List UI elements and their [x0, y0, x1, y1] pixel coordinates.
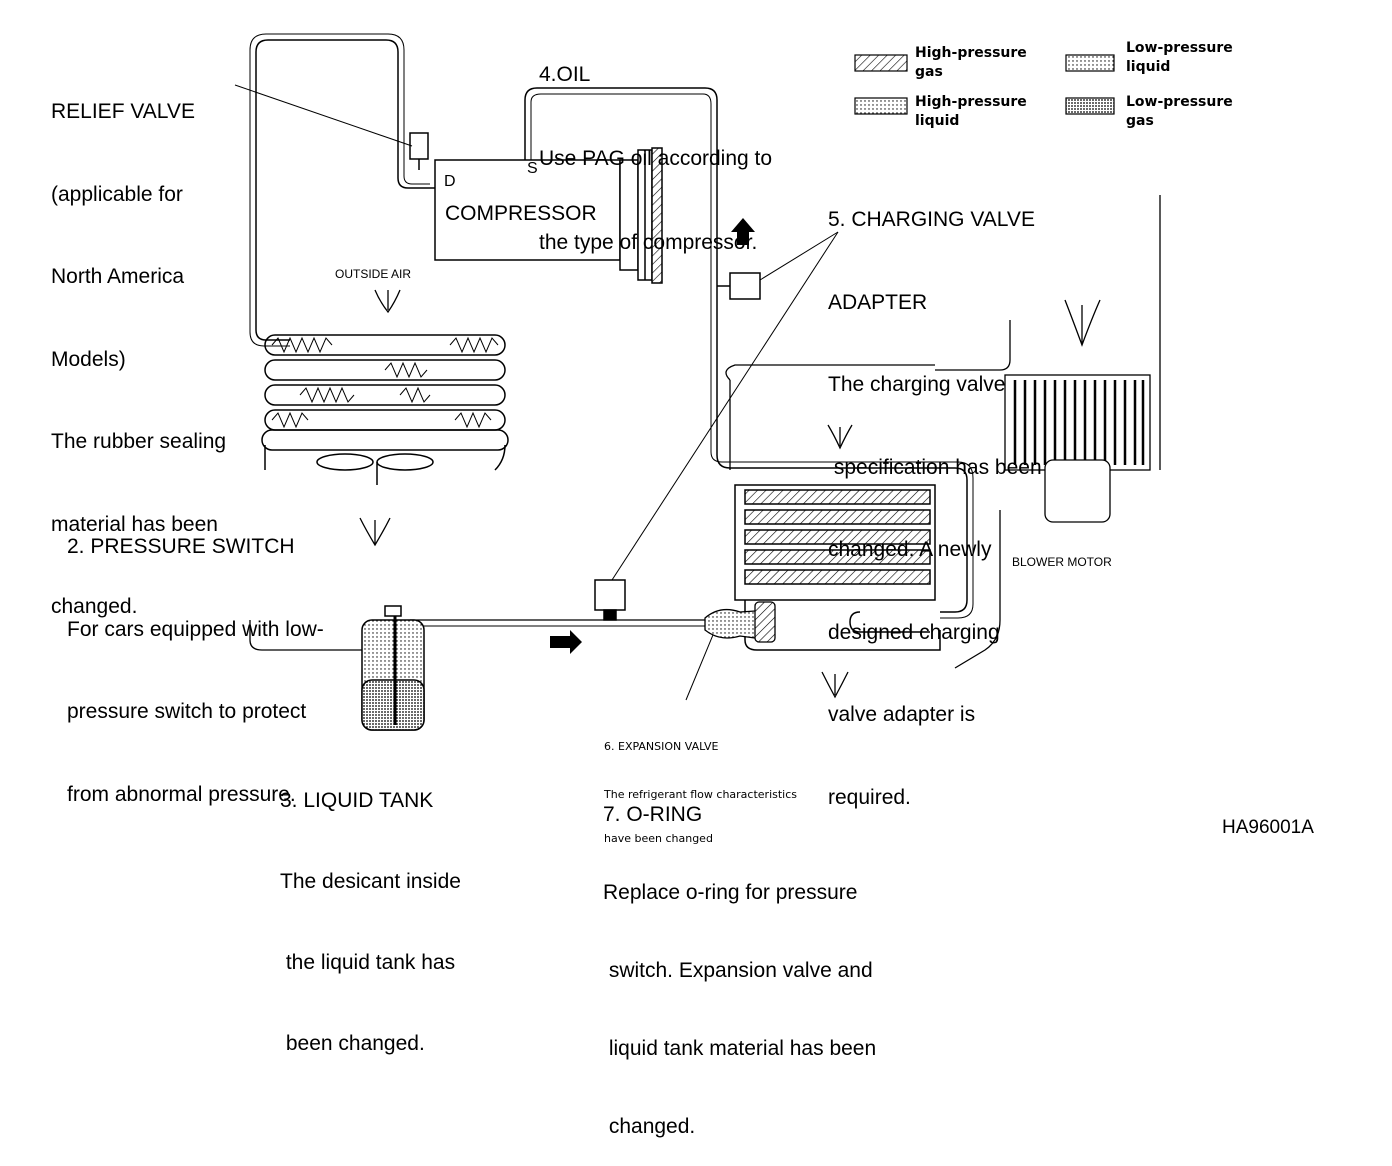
legend-lp-liquid: Low-pressure liquid [1126, 40, 1233, 75]
charging-valve-title: 5. CHARGING VALVE [828, 208, 1035, 231]
liquid-tank [361, 605, 425, 731]
flow-arrow-up [731, 218, 755, 245]
liquid-tank-line: the liquid tank has [280, 951, 456, 974]
relief-valve [409, 132, 429, 160]
discharge-pipe [255, 39, 435, 341]
ac-system-diagram [234, 33, 1161, 731]
pressure-switch-title: 2. PRESSURE SWITCH [67, 535, 295, 558]
charging-valve [717, 272, 761, 300]
relief-valve-line: Models) [51, 347, 126, 371]
charging-valve-line: valve adapter is [828, 703, 976, 726]
figure-id: HA96001A [1222, 817, 1314, 838]
oil-line: the type of compressor. [539, 231, 758, 254]
expansion-valve-line: The refrigerant flow characteristics [604, 788, 798, 801]
o-ring-line: changed. [603, 1115, 696, 1138]
charging-valve-line: The charging valve [828, 373, 1006, 396]
oil-label: 4.OIL Use PAG oil according to the type … [539, 5, 772, 285]
relief-valve-line: changed. [51, 595, 138, 618]
o-ring-line: liquid tank material has been [603, 1037, 877, 1060]
oil-line: Use PAG oil according to [539, 147, 773, 170]
oil-title: 4.OIL [539, 63, 591, 86]
relief-valve-label: RELIEF VALVE (applicable for North Ameri… [51, 43, 226, 648]
compressor-label: COMPRESSOR [445, 202, 597, 225]
suction-pipe [524, 87, 968, 613]
compressor-s-port: S [527, 160, 538, 177]
expansion-valve-label: 6. EXPANSION VALVE The refrigerant flow … [604, 707, 797, 863]
liquid-tank-label: 3. LIQUID TANK The desicant inside the l… [280, 733, 461, 1084]
pressure-switch [594, 579, 626, 621]
legend-lp-gas: Low-pressure gas [1126, 94, 1233, 129]
o-ring-line: Replace o-ring for pressure [603, 881, 858, 904]
relief-valve-line: material has been [51, 512, 218, 536]
outside-air-label: OUTSIDE AIR [335, 267, 412, 281]
compressor-d-port: D [444, 173, 456, 190]
relief-valve-line: The rubber sealing [51, 430, 227, 453]
o-ring-line: switch. Expansion valve and [603, 959, 873, 982]
pressure-switch-line: from abnormal pressure. [67, 782, 296, 806]
expansion-valve-title: 6. EXPANSION VALVE [604, 740, 719, 753]
legend-hp-liquid: High-pressure liquid [915, 94, 1027, 129]
charging-valve-line: designed charging [828, 620, 1000, 644]
legend-swatches [854, 54, 1115, 115]
evaporator [734, 484, 941, 651]
pressure-switch-line: For cars equipped with low- [67, 617, 324, 641]
charging-valve-line: required. [828, 785, 911, 809]
expansion-valve-line: have been changed [604, 832, 713, 845]
liquid-tank-line: been changed. [280, 1032, 425, 1055]
pressure-switch-label: 2. PRESSURE SWITCH For cars equipped wit… [67, 478, 324, 836]
pressure-switch-line: pressure switch to protect [67, 700, 307, 723]
flow-arrow [550, 630, 582, 654]
relief-valve-title: RELIEF VALVE [51, 100, 195, 123]
o-ring-label: 7. O-RING Replace o-ring for pressure sw… [603, 750, 876, 1166]
liquid-tank-line: The desicant inside [280, 870, 461, 893]
charging-valve-line: ADAPTER [828, 290, 928, 314]
o-ring-title: 7. O-RING [603, 803, 703, 826]
charging-valve-line: specification has been [828, 455, 1042, 479]
blower-motor-label: BLOWER MOTOR [1012, 555, 1112, 569]
liquid-line [249, 620, 365, 651]
legend-hp-gas: High-pressure gas [915, 45, 1027, 80]
compressor [434, 147, 663, 284]
blower [1004, 374, 1151, 523]
condenser [261, 334, 509, 485]
relief-valve-line: (applicable for [51, 182, 183, 206]
relief-valve-line: North America [51, 265, 185, 288]
charging-valve-line: changed. A newly [828, 538, 992, 561]
charging-valve-label: 5. CHARGING VALVE ADAPTER The charging v… [828, 151, 1042, 839]
liquid-tank-title: 3. LIQUID TANK [280, 789, 434, 812]
expansion-valve-shape [704, 601, 776, 643]
